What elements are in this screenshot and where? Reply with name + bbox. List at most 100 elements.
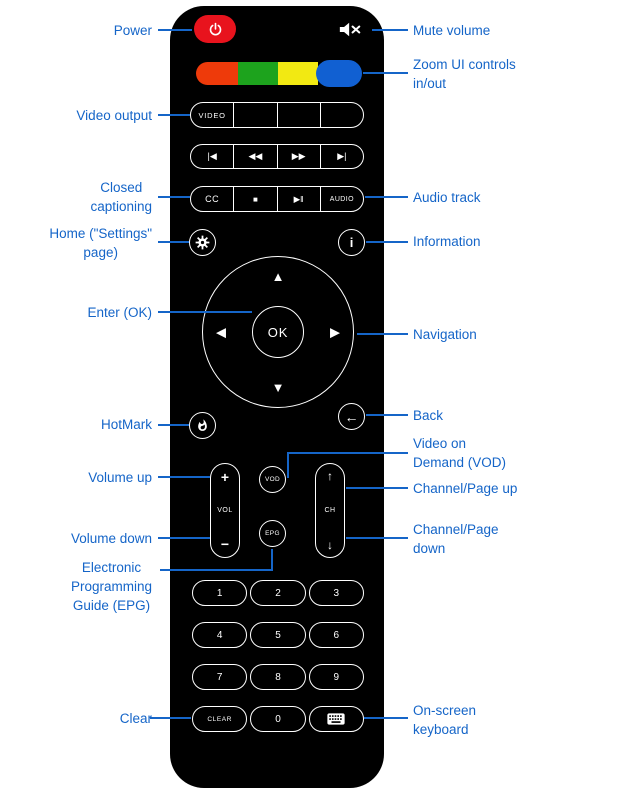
zoom-green-button[interactable]	[238, 62, 278, 85]
label-home-settings: Home ("Settings" page)	[49, 226, 152, 260]
power-button[interactable]	[194, 15, 236, 43]
channel-up-button[interactable]: ↑	[327, 469, 333, 483]
connector-volume-down	[158, 537, 210, 539]
connector-hotmark	[158, 424, 189, 426]
mute-button[interactable]	[330, 16, 370, 43]
audio-track-button[interactable]: AUDIO	[319, 187, 363, 211]
connector-audio-track	[365, 196, 408, 198]
label-channel-page-down: Channel/Page down	[413, 522, 499, 556]
label-power: Power	[113, 23, 152, 38]
digit-7-button[interactable]: 7	[192, 664, 248, 690]
zoom-red-button[interactable]	[196, 62, 238, 85]
hotmark-button[interactable]	[189, 412, 216, 439]
connector-information	[366, 241, 408, 243]
blank-button-1[interactable]	[233, 103, 276, 127]
back-button[interactable]: ←	[338, 403, 365, 430]
connector-vod-v	[287, 452, 289, 478]
clear-button[interactable]: CLEAR	[192, 706, 248, 732]
connector-mute	[372, 29, 408, 31]
connector-channel-up	[346, 487, 408, 489]
nav-up-icon[interactable]: ▲	[271, 269, 285, 284]
label-vod: Video on Demand (VOD)	[413, 436, 507, 470]
flame-icon	[198, 419, 207, 431]
channel-down-button[interactable]: ↓	[327, 538, 333, 552]
digit-6-button[interactable]: 6	[308, 622, 364, 648]
blank-button-2[interactable]	[276, 103, 320, 127]
closed-captioning-button[interactable]: CC	[205, 194, 220, 204]
connector-power	[158, 29, 192, 31]
label-mute-volume: Mute volume	[413, 23, 491, 38]
digit-4-button[interactable]: 4	[192, 622, 248, 648]
label-information: Information	[413, 234, 481, 249]
connector-channel-down	[346, 537, 408, 539]
digit-1-button[interactable]: 1	[192, 580, 248, 606]
settings-button[interactable]	[189, 229, 216, 256]
label-back: Back	[413, 408, 444, 423]
connector-volume-up	[158, 476, 210, 478]
nav-down-icon[interactable]: ▼	[271, 380, 285, 395]
zoom-color-button-bar	[196, 62, 318, 85]
label-closed-captioning: Closed captioning	[90, 180, 152, 214]
digit-9-button[interactable]: 9	[308, 664, 364, 690]
navigation-pad[interactable]: ▲ ▼ ◀ ▶ OK	[202, 256, 354, 408]
rewind-button[interactable]: ◀◀	[233, 145, 276, 168]
connector-back	[366, 414, 408, 416]
label-volume-down: Volume down	[70, 531, 152, 546]
connector-epg-v	[271, 549, 273, 571]
ok-button[interactable]: OK	[252, 306, 304, 358]
mute-icon	[339, 22, 361, 37]
label-channel-page-up: Channel/Page up	[413, 481, 518, 496]
skip-back-button[interactable]: |◀	[207, 151, 217, 161]
connector-video-output	[158, 114, 190, 116]
volume-up-button[interactable]: +	[220, 469, 230, 485]
video-output-button[interactable]: VIDEO	[198, 110, 226, 120]
connector-enter-ok	[158, 311, 252, 313]
skip-forward-button[interactable]: ▶|	[319, 145, 363, 168]
cc-audio-button-row: CC ■ ▶‖ AUDIO	[190, 186, 364, 212]
epg-button[interactable]: EPG	[259, 520, 286, 547]
label-audio-track: Audio track	[413, 190, 481, 205]
blank-button-3[interactable]	[319, 103, 363, 127]
volume-down-button[interactable]: −	[220, 536, 230, 552]
volume-label: VOL	[217, 507, 233, 514]
connector-keyboard	[364, 717, 408, 719]
zoom-blue-button[interactable]	[316, 60, 362, 87]
connector-navigation	[357, 333, 408, 335]
connector-clear	[150, 717, 191, 719]
fast-forward-button[interactable]: ▶▶	[276, 145, 320, 168]
nav-left-icon[interactable]: ◀	[216, 324, 226, 340]
label-volume-up: Volume up	[88, 470, 152, 485]
number-pad: 1 2 3 4 5 6 7 8 9 CLEAR 0	[192, 580, 364, 732]
stop-button[interactable]: ■	[233, 187, 276, 211]
label-zoom-controls: Zoom UI controls in/out	[413, 57, 516, 91]
label-enter-ok: Enter (OK)	[87, 305, 152, 320]
digit-2-button[interactable]: 2	[250, 580, 306, 606]
play-pause-button[interactable]: ▶‖	[276, 187, 320, 211]
connector-closed-captioning	[158, 196, 190, 198]
video-button-row: VIDEO	[190, 102, 364, 128]
digit-8-button[interactable]: 8	[250, 664, 306, 690]
volume-rocker[interactable]: + VOL −	[210, 463, 240, 558]
label-hotmark: HotMark	[100, 417, 152, 432]
connector-vod-h	[287, 452, 408, 454]
connector-home-settings	[158, 241, 189, 243]
zoom-yellow-button[interactable]	[278, 62, 318, 85]
information-button[interactable]: i	[338, 229, 365, 256]
label-clear: Clear	[119, 711, 152, 726]
connector-zoom	[363, 72, 408, 74]
nav-right-icon[interactable]: ▶	[330, 324, 340, 340]
label-epg: Electronic Programming Guide (EPG)	[70, 560, 152, 613]
digit-0-button[interactable]: 0	[250, 706, 306, 732]
digit-5-button[interactable]: 5	[250, 622, 306, 648]
label-navigation: Navigation	[413, 327, 477, 342]
remote-body: VIDEO |◀ ◀◀ ▶▶ ▶| CC ■ ▶‖ AUDIO	[170, 6, 384, 788]
connector-epg-h	[160, 569, 272, 571]
transport-button-row: |◀ ◀◀ ▶▶ ▶|	[190, 144, 364, 169]
vod-button[interactable]: VOD	[259, 466, 286, 493]
keyboard-button[interactable]	[308, 706, 364, 732]
gear-icon	[195, 235, 210, 250]
channel-rocker[interactable]: ↑ CH ↓	[315, 463, 345, 558]
digit-3-button[interactable]: 3	[308, 580, 364, 606]
label-video-output: Video output	[76, 108, 152, 123]
